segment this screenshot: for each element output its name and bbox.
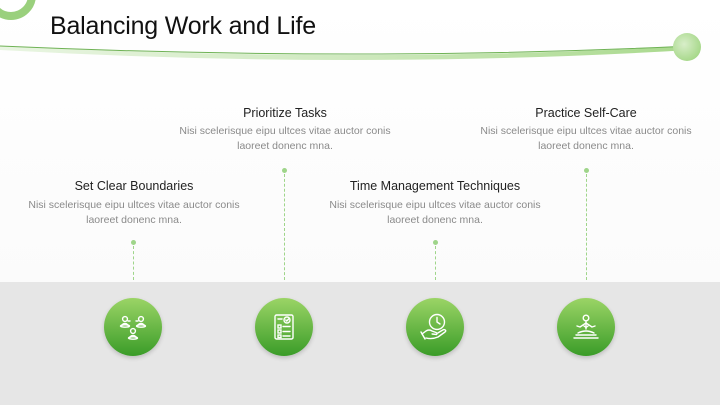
item-desc-prioritize: Nisi scelerisque eipu ultces vitae aucto…: [179, 125, 391, 152]
people-group-icon: [119, 315, 147, 340]
connector-boundaries: [133, 246, 134, 280]
circle-self-care: [557, 298, 615, 356]
connector-dot-prioritize: [282, 168, 287, 173]
icon-band: [0, 282, 720, 405]
circle-time-management: [406, 298, 464, 356]
header-wave-divider: [0, 45, 691, 60]
connector-dot-self-care: [584, 168, 589, 173]
item-desc-self-care: Nisi scelerisque eipu ultces vitae aucto…: [480, 125, 692, 152]
connector-dot-boundaries: [131, 240, 136, 245]
item-desc-boundaries: Nisi scelerisque eipu ultces vitae aucto…: [28, 199, 240, 226]
connector-self-care: [586, 174, 587, 280]
item-desc-time-management: Nisi scelerisque eipu ultces vitae aucto…: [329, 199, 541, 226]
clock-hand-icon: [420, 313, 447, 340]
connector-prioritize: [284, 174, 285, 280]
circle-prioritize: [255, 298, 313, 356]
slide-title: Balancing Work and Life: [50, 12, 316, 40]
item-title-boundaries: Set Clear Boundaries: [74, 179, 194, 193]
item-title-time-management: Time Management Techniques: [349, 179, 521, 193]
meditation-icon: [573, 314, 599, 339]
content-panel: [0, 0, 720, 282]
item-title-prioritize: Prioritize Tasks: [243, 106, 327, 120]
connector-dot-time-management: [433, 240, 438, 245]
connector-time-management: [435, 246, 436, 280]
wave-end-dot: [673, 33, 701, 61]
item-title-self-care: Practice Self-Care: [535, 106, 637, 120]
circle-boundaries: [104, 298, 162, 356]
task-checklist-icon: [274, 314, 294, 340]
